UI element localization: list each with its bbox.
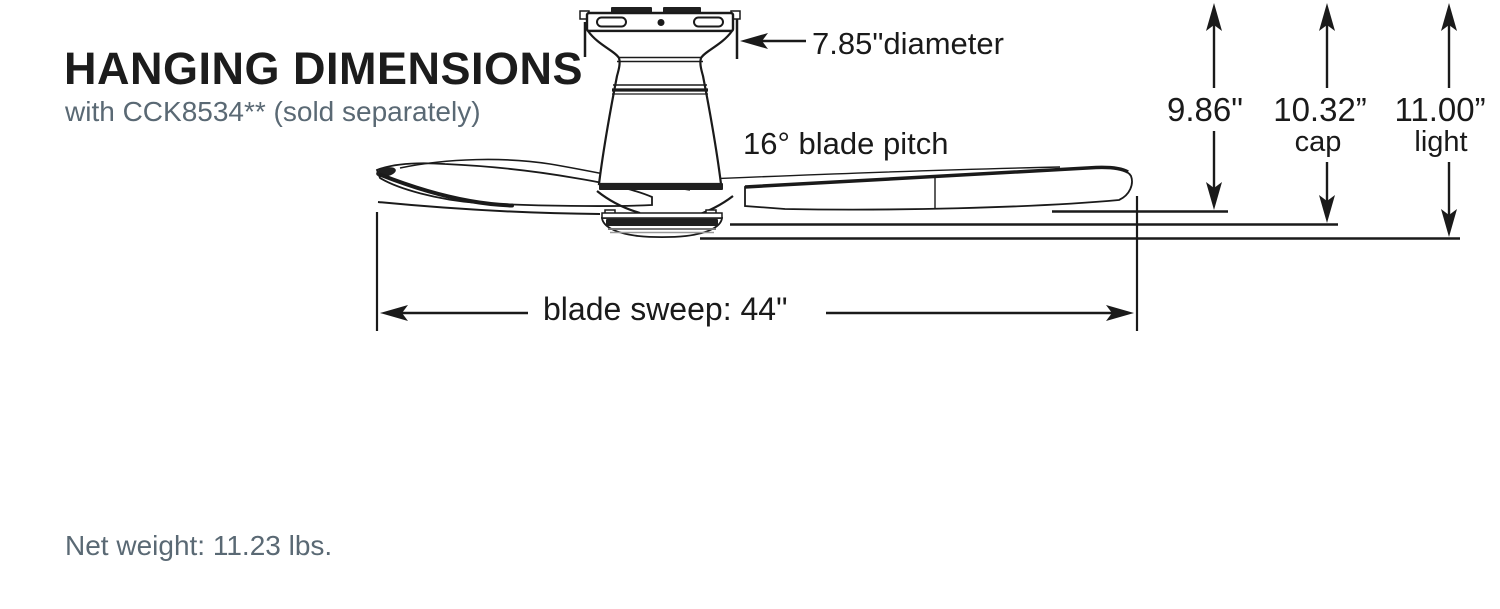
blade-pitch-label: 16° blade pitch [743, 126, 949, 161]
cap-caption: cap [1294, 126, 1342, 158]
diameter-label: 7.85"diameter [812, 26, 1004, 61]
canopy-slot [693, 16, 724, 28]
right-blade-leading-edge [744, 165, 1129, 189]
ceiling-fan-drawing [375, 7, 1133, 239]
net-weight-label: Net weight: 11.23 lbs. [65, 530, 333, 561]
arrowhead-up [1441, 3, 1457, 31]
diameter-dimension [583, 19, 806, 59]
arrowhead-left [380, 305, 408, 321]
cap-height-dimension [730, 3, 1338, 226]
arrowhead-left [740, 33, 768, 49]
canopy-screw [657, 19, 665, 26]
light-kit [600, 209, 724, 239]
page-subtitle: with CCK8534** (sold separately) [65, 96, 481, 127]
light-height-label: 11.00” [1394, 91, 1486, 128]
arrowhead-down [1441, 209, 1457, 237]
blade-underside-line [377, 201, 601, 215]
light-caption: light [1414, 126, 1468, 158]
light-height-dimension [700, 3, 1460, 240]
motor-housing [585, 29, 735, 217]
right-blade [744, 166, 1133, 211]
blade-sweep-dimension [375, 196, 1139, 331]
fan-blades [375, 158, 1133, 215]
cap-height-label: 10.32” [1273, 91, 1367, 128]
blade-height-dimension [1052, 3, 1228, 213]
arrowhead-down [1319, 195, 1335, 223]
canopy [579, 7, 741, 33]
blade-height-label: 9.86" [1167, 91, 1243, 128]
canopy-slot [596, 16, 627, 28]
arrowhead-up [1206, 3, 1222, 31]
motor-body [585, 29, 735, 186]
light-mount-plate [601, 212, 723, 219]
blade-sweep-label: blade sweep: 44" [543, 291, 788, 327]
blade-iron-left [596, 190, 641, 215]
left-blade-leading-edge [379, 173, 514, 208]
arrowhead-down [1206, 182, 1222, 210]
motor-bottom-band [599, 183, 723, 190]
arrowhead-up [1319, 3, 1335, 31]
page-title: HANGING DIMENSIONS [64, 43, 584, 94]
arrowhead-right [1106, 305, 1134, 321]
light-trim-ring [606, 219, 718, 226]
